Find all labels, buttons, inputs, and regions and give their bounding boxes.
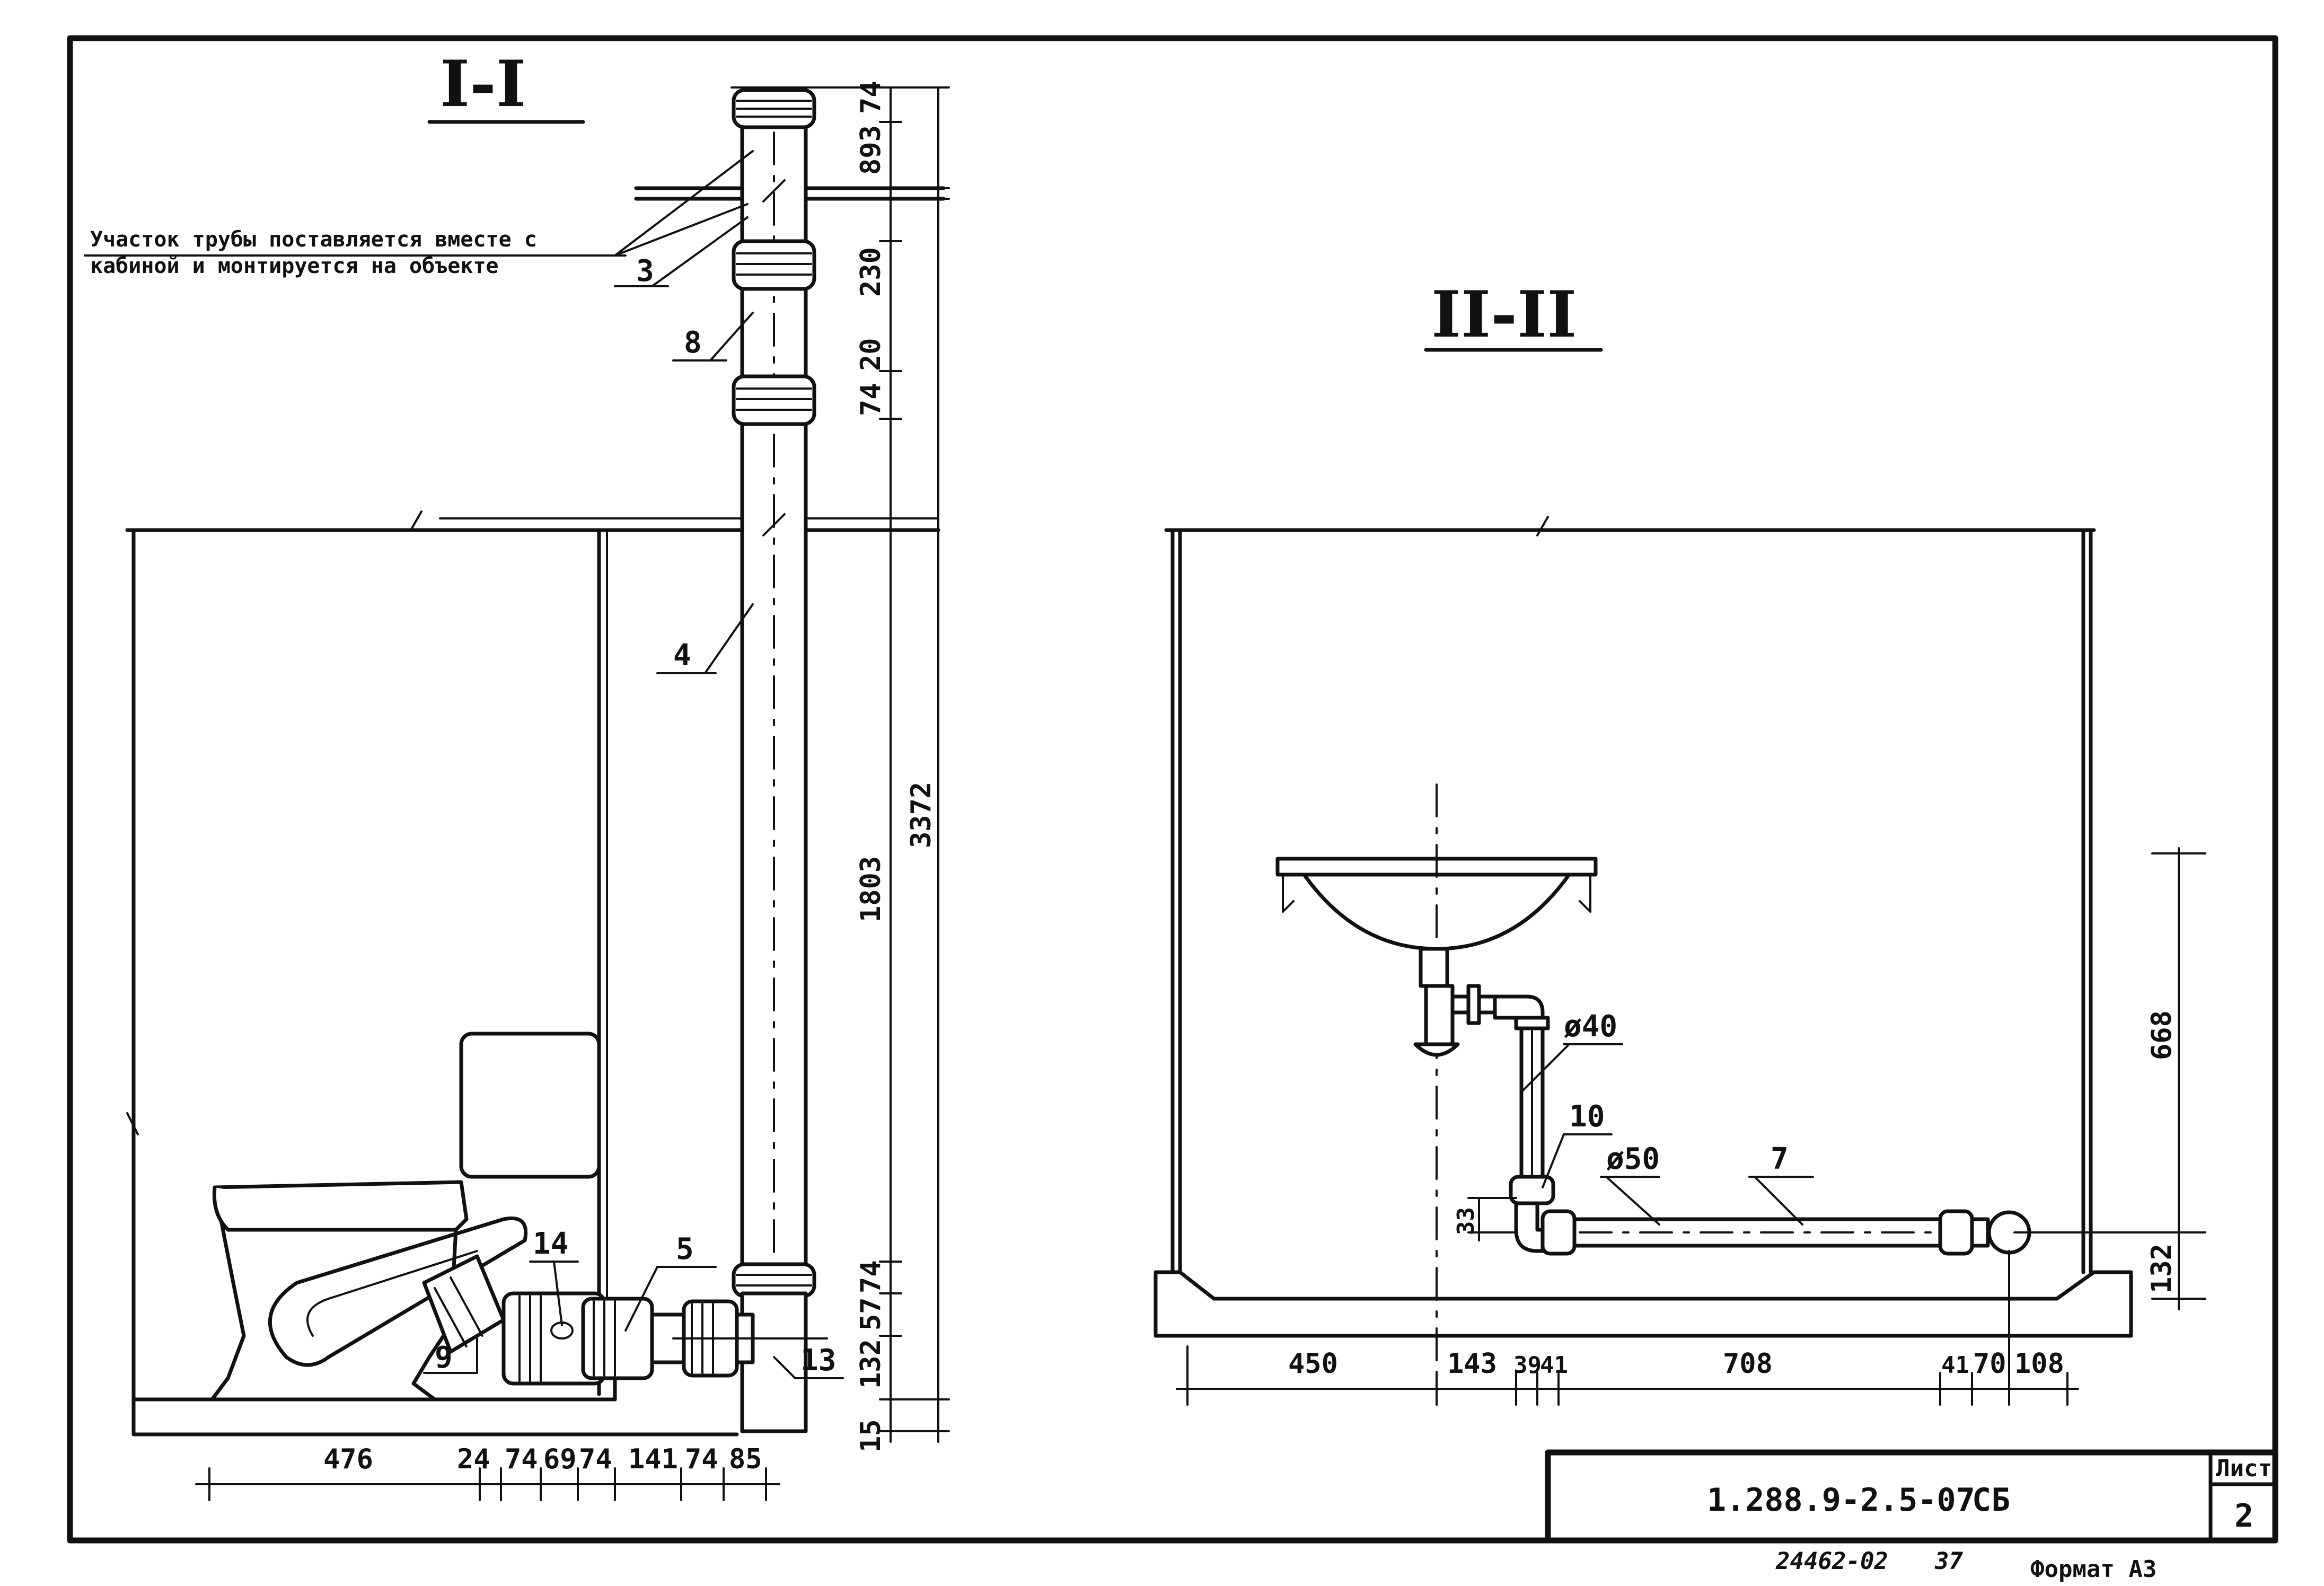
note-line-1: Участок трубы поставляется вместе с [90,227,537,252]
dim-74-h2: 74 [579,1443,612,1475]
dim-893: 893 [855,125,887,175]
dim-69: 69 [543,1443,577,1475]
svg-text:14: 14 [533,1227,568,1261]
vertical-dimensions-right: 668 132 33 [1452,847,2206,1310]
dim-74-top: 74 [855,81,887,114]
sheet-number: 2 [2234,1497,2253,1535]
dim-85: 85 [729,1443,762,1475]
page-number: 37 [1934,1548,1963,1575]
vertical-dimensions-left: 74 893 230 20 74 1803 3372 74 57 132 15 [855,81,950,1452]
svg-text:13: 13 [800,1343,836,1378]
washbasin [1275,783,1598,1400]
toilet [210,1032,601,1402]
dim-74-mid: 74 [855,383,887,416]
dim-41-a: 41 [1540,1352,1568,1379]
dim-708: 708 [1723,1348,1773,1380]
section-2-title: II-II [1431,277,1577,352]
document-code: 1.288.9-2.5-07 [1707,1482,1975,1519]
riser-pipe [732,88,816,1433]
title-block: 1.288.9-2.5-07 СБ Лист 2 [1545,1449,2278,1544]
horizontal-dimensions-left: 476 24 74 69 74 141 74 85 [195,1443,780,1501]
document-mark: СБ [1972,1482,2010,1519]
callout-10: 10 [1542,1099,1613,1188]
dim-668: 668 [2146,1010,2178,1060]
section-1-1: I-I [84,47,950,1501]
sheet-label: Лист [2216,1455,2272,1482]
dim-15: 15 [855,1419,887,1452]
pipe-note: Участок трубы поставляется вместе с каби… [84,150,754,278]
svg-text:5: 5 [676,1232,694,1266]
drawing-frame [67,35,2278,1544]
dim-70: 70 [1973,1348,2006,1380]
dim-74-low: 74 [855,1260,887,1293]
floor-right [1154,1270,2133,1338]
dim-141: 141 [628,1443,678,1475]
callout-8: 8 [672,312,754,362]
dim-1803: 1803 [855,856,887,922]
dim-132-right: 132 [2146,1244,2178,1293]
dim-74-h3: 74 [685,1443,718,1475]
svg-text:ø40: ø40 [1564,1009,1617,1044]
dim-41-b: 41 [1941,1352,1969,1379]
dim-132-left: 132 [855,1339,887,1389]
toilet-drain [422,1254,828,1386]
dim-143: 143 [1447,1348,1497,1380]
section-1-title: I-I [440,47,526,121]
callout-13: 13 [773,1343,844,1379]
callout-d50: ø50 [1600,1142,1660,1226]
dim-3372: 3372 [905,782,937,848]
callout-3: 3 [614,216,749,288]
horizontal-dimensions-right: 450 143 39 41 708 41 70 108 [1176,1250,2079,1406]
svg-text:9: 9 [435,1341,453,1375]
svg-text:ø50: ø50 [1606,1142,1660,1176]
format-label: Формат А3 [2030,1556,2156,1583]
callout-d40: ø40 [1520,1009,1623,1093]
inventory-number: 24462-02 [1775,1548,1888,1575]
callout-9: 9 [423,1335,478,1375]
svg-text:8: 8 [684,325,702,360]
callout-5: 5 [624,1232,717,1332]
dim-20: 20 [855,338,887,371]
callout-14: 14 [529,1227,579,1326]
svg-text:3: 3 [636,254,654,288]
dim-24: 24 [457,1443,490,1475]
svg-text:4: 4 [673,638,691,673]
footer: 24462-02 37 Формат А3 [1775,1548,2156,1583]
dim-476: 476 [323,1443,373,1475]
dim-230: 230 [855,247,887,297]
dim-39: 39 [1513,1352,1542,1379]
dim-108: 108 [2014,1348,2064,1380]
note-line-2: кабиной и монтируется на объекте [90,254,499,278]
svg-text:10: 10 [1569,1099,1605,1134]
callout-7: 7 [1748,1142,1814,1226]
section-2-2: II-II [1154,277,2206,1406]
svg-text:7: 7 [1771,1142,1789,1176]
callout-4: 4 [656,603,754,674]
basin-drain [1509,1175,2031,1256]
dim-74-h1: 74 [505,1443,538,1475]
dim-33: 33 [1452,1207,1480,1235]
dim-57: 57 [855,1297,887,1331]
dim-450: 450 [1288,1348,1338,1380]
